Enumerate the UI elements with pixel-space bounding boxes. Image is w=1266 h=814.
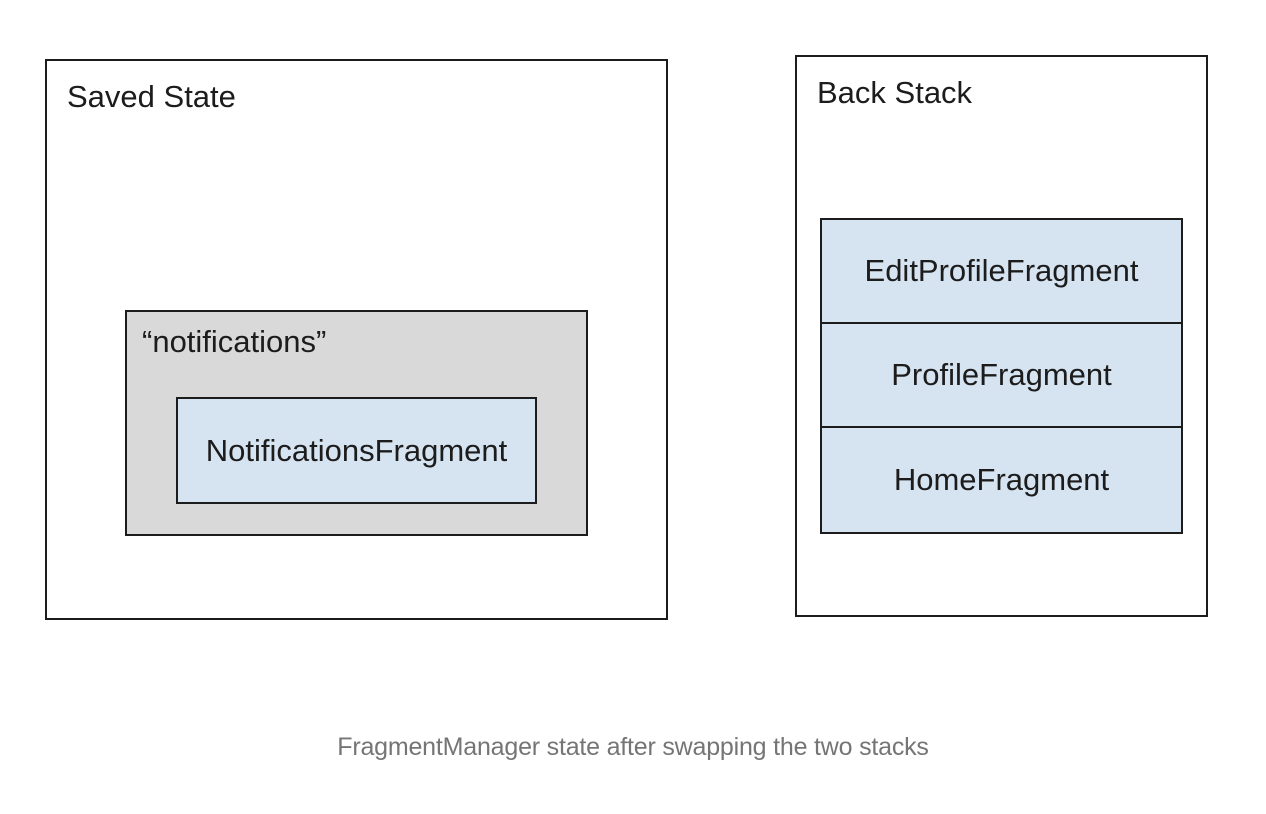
saved-state-entry-key: “notifications”: [142, 324, 327, 359]
diagram-caption: FragmentManager state after swapping the…: [337, 733, 929, 761]
back-stack-list: EditProfileFragment ProfileFragment Home…: [820, 218, 1183, 534]
back-stack-box: Back Stack EditProfileFragment ProfileFr…: [795, 55, 1208, 617]
back-stack-entry-home-fragment: HomeFragment: [822, 428, 1181, 532]
notifications-fragment-box: NotificationsFragment: [176, 397, 537, 504]
saved-state-title: Saved State: [67, 79, 236, 114]
saved-state-entry: “notifications” NotificationsFragment: [125, 310, 588, 536]
back-stack-entry-edit-profile-fragment: EditProfileFragment: [822, 220, 1181, 324]
back-stack-entry-profile-fragment: ProfileFragment: [822, 324, 1181, 428]
saved-state-box: Saved State “notifications” Notification…: [45, 59, 668, 620]
back-stack-title: Back Stack: [817, 75, 973, 110]
